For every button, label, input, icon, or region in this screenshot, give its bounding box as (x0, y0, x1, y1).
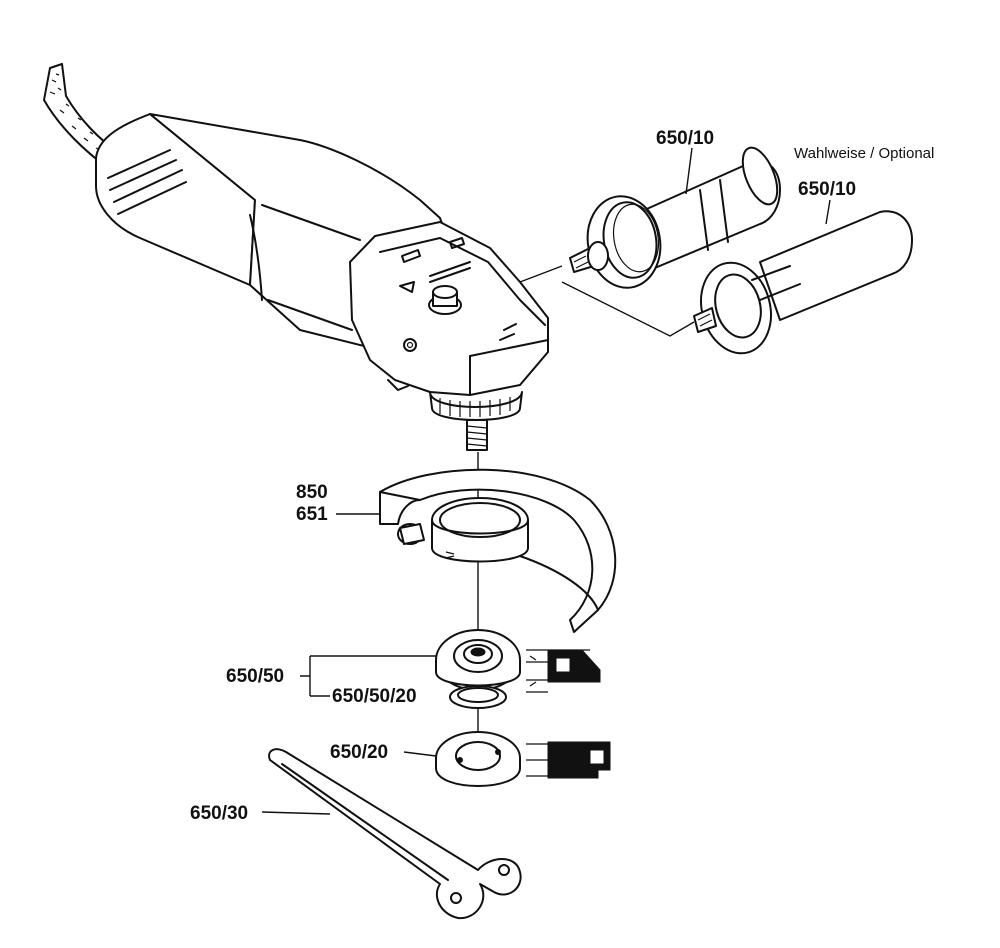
spanner-leader-line (261, 811, 331, 815)
mounting-flange (435, 629, 521, 691)
auxiliary-handle-optional (569, 146, 781, 289)
angle-grinder-body (95, 113, 549, 451)
part-label-handle-optional: 650/10 (656, 128, 715, 149)
nut-cross-section-icon (526, 741, 611, 779)
clamping-nut (435, 731, 521, 787)
part-label-flange-set: 650/50 (226, 666, 285, 687)
part-label-clamping-nut: 650/20 (330, 742, 389, 763)
part-label-guard-850: 850 (296, 482, 328, 503)
part-label-flange-ring: 650/50/20 (332, 686, 417, 707)
wheel-guard (379, 468, 617, 633)
flange-bracket (300, 655, 436, 697)
nut-leader-line (403, 751, 437, 757)
flange-cross-section-icon (526, 649, 601, 693)
part-label-handle-standard: 650/10 (798, 179, 857, 200)
part-label-spanner: 650/30 (190, 803, 249, 824)
auxiliary-handle-standard (693, 210, 913, 355)
o-ring (449, 685, 507, 709)
part-label-guard-651: 651 (296, 504, 328, 525)
optional-note: Wahlweise / Optional (794, 145, 935, 162)
spanner-wrench (268, 748, 522, 920)
